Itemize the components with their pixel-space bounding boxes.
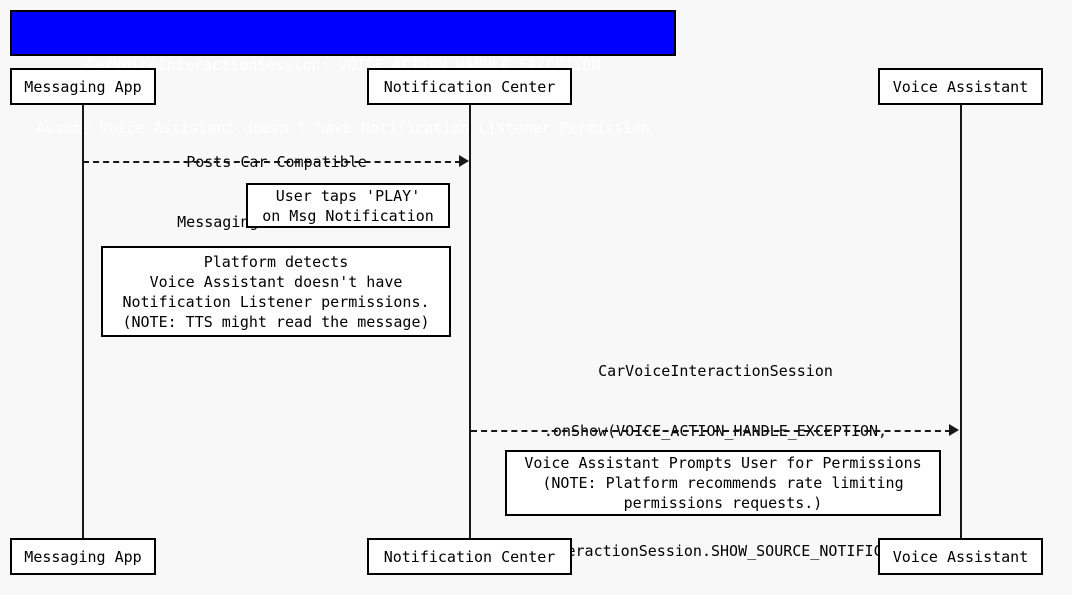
note-line-2: (NOTE: Platform recommends rate limiting: [542, 474, 904, 492]
message-label-line-1: CarVoiceInteractionSession: [598, 362, 833, 380]
note-line-1: Platform detects: [203, 252, 349, 271]
participant-messaging-app-bottom[interactable]: Messaging App: [10, 538, 156, 575]
participant-label: Messaging App: [24, 547, 142, 566]
message-arrow-on-show: [471, 430, 951, 432]
diagram-title-banner: CarVoiceInteractionSession: VOICE_ACTION…: [10, 10, 676, 137]
participant-voice-assistant-bottom[interactable]: Voice Assistant: [878, 538, 1043, 575]
note-line-3: Notification Listener permissions.: [122, 292, 430, 311]
participant-messaging-app-top[interactable]: Messaging App: [10, 68, 156, 105]
note-line-1: Voice Assistant Prompts User for Permiss…: [524, 454, 922, 472]
lifeline-messaging-app: [82, 104, 84, 539]
message-arrow-post-notification: [83, 161, 461, 163]
note-line-4: (NOTE: TTS might read the message): [122, 312, 430, 331]
diagram-title-line-2: Assume Voice Assistant doesn't have Noti…: [35, 119, 651, 137]
participant-voice-assistant-top[interactable]: Voice Assistant: [878, 68, 1043, 105]
message-arrowhead-post-notification: [459, 155, 469, 167]
participant-notification-center-bottom[interactable]: Notification Center: [367, 538, 572, 575]
note-line-2: Voice Assistant doesn't have: [149, 272, 403, 291]
lifeline-notification-center: [469, 104, 471, 539]
note-prompts-user: Voice Assistant Prompts User for Permiss…: [505, 450, 941, 516]
note-user-taps-play: User taps 'PLAY' on Msg Notification: [246, 183, 450, 228]
note-line-3: permissions requests.): [623, 494, 823, 512]
participant-label: Notification Center: [383, 77, 556, 96]
participant-label: Messaging App: [24, 77, 142, 96]
participant-label: Notification Center: [383, 547, 556, 566]
participant-label: Voice Assistant: [892, 547, 1029, 566]
message-arrowhead-on-show: [949, 424, 959, 436]
lifeline-voice-assistant: [960, 104, 962, 539]
note-line-1: User taps 'PLAY': [275, 186, 421, 205]
message-label-line-4: VoiceInteractionSession.SHOW_SOURCE_NOTI…: [494, 542, 937, 560]
note-platform-detects: Platform detects Voice Assistant doesn't…: [101, 246, 451, 337]
participant-notification-center-top[interactable]: Notification Center: [367, 68, 572, 105]
participant-label: Voice Assistant: [892, 77, 1029, 96]
note-line-2: on Msg Notification: [262, 206, 434, 225]
